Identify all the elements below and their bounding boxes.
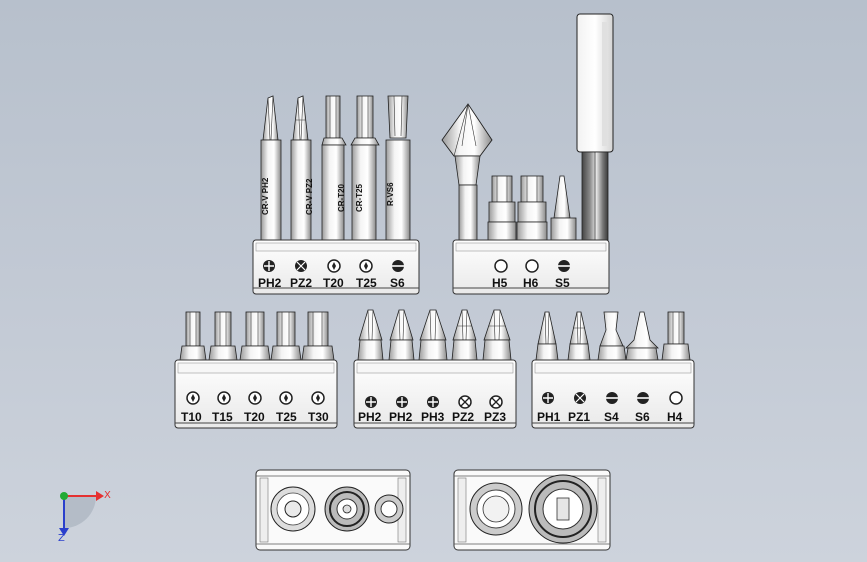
size-label: T15 — [212, 410, 233, 424]
torx-icon — [359, 259, 373, 273]
holder-mid-center[interactable]: 1 2 3 2 — [353, 309, 517, 429]
size-label: PH2 — [389, 410, 413, 424]
bit-t20[interactable]: CR-T20 — [321, 95, 347, 241]
hex-bit-h6[interactable] — [516, 175, 548, 241]
bit-ph2[interactable]: CR-V PH2 — [260, 95, 282, 241]
hex-icon — [525, 259, 539, 273]
phillips-icon — [542, 392, 554, 404]
size-label: PH2 — [358, 410, 382, 424]
pozidriv-icon — [489, 395, 503, 409]
size-label: S6 — [635, 410, 650, 424]
bit-t10[interactable] — [179, 311, 207, 361]
size-label: PZ1 — [568, 410, 590, 424]
slot-icon — [392, 260, 404, 272]
x-axis-label: X — [104, 490, 111, 501]
bit-text: CR-T25 — [355, 183, 364, 212]
size-label: PZ3 — [484, 410, 506, 424]
torx-icon — [248, 391, 262, 405]
phillips-icon — [427, 396, 439, 408]
bit-ph1[interactable] — [535, 311, 559, 361]
bit-holder-handle[interactable] — [576, 13, 614, 241]
bit-t25[interactable] — [270, 311, 302, 361]
size-label: H6 — [523, 276, 539, 290]
bit-t30[interactable] — [301, 311, 335, 361]
size-label: T20 — [244, 410, 265, 424]
size-label: S4 — [604, 410, 619, 424]
slot-bit-s5[interactable] — [550, 175, 577, 241]
phillips-icon — [365, 396, 377, 408]
torx-icon — [217, 391, 231, 405]
torx-icon — [186, 391, 200, 405]
section-view-left[interactable] — [255, 469, 411, 551]
size-label: H5 — [492, 276, 508, 290]
torx-icon — [327, 259, 341, 273]
bit-h4[interactable] — [661, 311, 691, 361]
bit-text: CR-V PH2 — [261, 177, 270, 215]
holder-mid-left[interactable]: T10 T15 T20 T25 T30 — [174, 311, 338, 429]
pozidriv-icon — [458, 395, 472, 409]
hex-icon — [669, 391, 683, 405]
size-label: H4 — [667, 410, 683, 424]
size-label: T20 — [323, 276, 344, 290]
size-label: T10 — [181, 410, 202, 424]
slot-icon — [558, 260, 570, 272]
bit-row — [535, 311, 691, 361]
bit-t15[interactable] — [208, 311, 238, 361]
holder-top-left[interactable]: CR-V PH2 CR-V PZ2 CR-T20 — [252, 0, 420, 295]
countersink-bit[interactable] — [441, 103, 493, 241]
bit-text: CR-T20 — [337, 183, 346, 212]
pozidriv-icon — [574, 392, 586, 404]
size-label: S5 — [555, 276, 570, 290]
size-label: PZ2 — [290, 276, 312, 290]
bit-row: CR-V PH2 CR-V PZ2 CR-T20 — [260, 95, 411, 241]
bit-row — [179, 311, 335, 361]
size-label: T25 — [276, 410, 297, 424]
slot-icon — [637, 392, 649, 404]
pozidriv-icon — [295, 260, 307, 272]
bit-s6[interactable]: R-VS6 — [385, 95, 411, 241]
size-label: T25 — [356, 276, 377, 290]
bit-s6[interactable] — [625, 311, 659, 361]
bit-t20[interactable] — [239, 311, 271, 361]
bit-s4[interactable] — [597, 311, 627, 361]
torx-icon — [311, 391, 325, 405]
size-label: T30 — [308, 410, 329, 424]
hex-bit-h5[interactable] — [487, 175, 517, 241]
size-label: PH3 — [421, 410, 445, 424]
phillips-icon — [263, 260, 275, 272]
bit-ph2[interactable]: 1 — [357, 309, 384, 376]
size-label: S6 — [390, 276, 405, 290]
size-label: PH2 — [258, 276, 282, 290]
bit-text: CR-V PZ2 — [305, 178, 314, 215]
hex-icon — [494, 259, 508, 273]
bit-text: R-VS6 — [386, 182, 395, 206]
section-view-right[interactable] — [453, 469, 611, 551]
size-label: PH1 — [537, 410, 561, 424]
triad-shadow — [64, 496, 96, 528]
slot-icon — [606, 392, 618, 404]
bit-pz2[interactable]: CR-V PZ2 — [290, 95, 314, 241]
holder-mid-right[interactable]: PH1 PZ1 S4 S6 H4 — [531, 311, 695, 429]
bit-pz1[interactable] — [567, 311, 591, 361]
size-label: PZ2 — [452, 410, 474, 424]
z-axis-label: Z — [58, 533, 65, 544]
bit-t25[interactable]: CR-T25 — [350, 95, 380, 241]
phillips-icon — [396, 396, 408, 408]
axis-triad: X Z — [58, 490, 111, 544]
torx-icon — [279, 391, 293, 405]
holder-top-right[interactable]: H5 H6 S5 — [441, 13, 614, 295]
holder-body — [353, 359, 517, 429]
